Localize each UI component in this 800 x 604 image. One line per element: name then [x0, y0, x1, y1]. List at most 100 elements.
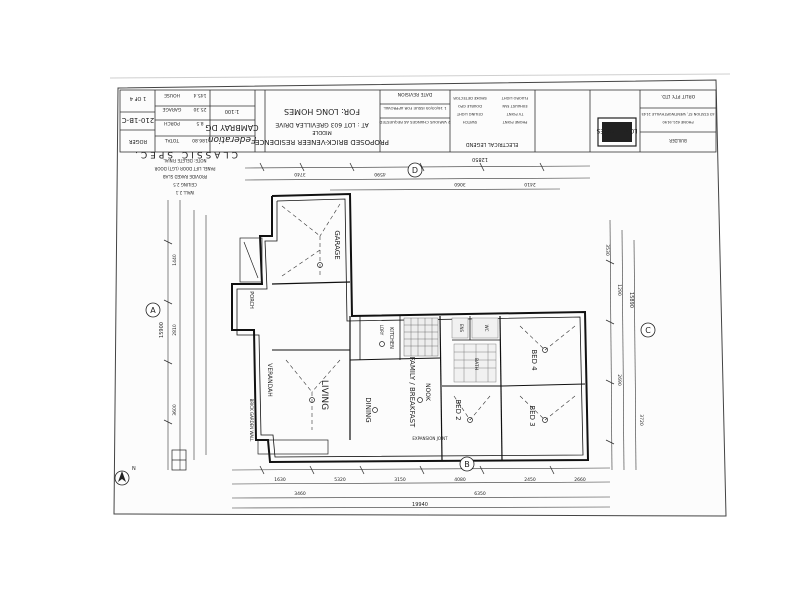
legend-item-gpo: DOUBLE GPO — [458, 104, 482, 108]
brick-wall-note: BRICK GARDEN WALL — [249, 399, 254, 443]
company-name: ORLIT PTY. LTD. — [661, 93, 695, 99]
grid-marker-a: A — [150, 306, 156, 315]
logo-text: LONG HOMES — [596, 127, 637, 134]
kitchen-tiles — [403, 317, 439, 357]
address-line-2: MIDDLE — [312, 129, 331, 135]
grid-marker-b-circle — [459, 456, 475, 472]
room-dining: DINING — [364, 397, 372, 422]
address-line-1: AT : LOT 603 GREVILLEA DRIVE — [275, 121, 369, 128]
verandah-label: VERANDAH — [266, 363, 273, 397]
plan-notes: NOTE: DELETE FINIAL PANEL LIFT DOOR (LGT… — [132, 149, 238, 195]
client-name: FOR: LONG HOMES — [284, 107, 360, 116]
legend-item-exhaust: EXHAUST FAN — [502, 104, 527, 108]
grid-marker-d-circle — [407, 162, 423, 178]
dim-9: 2450 — [524, 477, 536, 483]
dim-4: 2410 — [524, 181, 536, 187]
verandah — [239, 237, 329, 455]
ens-label: ENS — [459, 324, 464, 333]
area-house-label: HOUSE — [164, 92, 180, 98]
area-porch-value: 8.5 — [196, 120, 203, 126]
dim-11: 3460 — [294, 491, 306, 497]
note-3: PROVIDE RAKED SLAB — [163, 174, 208, 179]
bath-label: BATH — [473, 358, 479, 370]
dim-overall-bottom: 19940 — [412, 502, 428, 508]
area-garage-value: 25.30 — [193, 106, 206, 112]
dim-18: 3720 — [638, 414, 644, 426]
legend-item-switch: SWITCH — [463, 120, 477, 124]
dimension-values: 19940 15890 12850 15900 3740 4590 3060 2… — [159, 156, 644, 508]
drawn-by: ROGER — [129, 138, 147, 144]
dim-19: 3530 — [604, 244, 610, 256]
area-total-label: TOTAL — [164, 137, 180, 143]
classic-spec-label: CLASSIC SPEC. — [132, 149, 238, 159]
note-4: CEILING 2.5 — [173, 182, 197, 187]
room-bed-3: BED 3 — [528, 405, 536, 426]
dim-13: 1440 — [172, 254, 178, 266]
room-bed-2: BED 2 — [454, 399, 462, 420]
revision-header: DATE REVISION — [398, 91, 433, 97]
grid-markers: A B C D — [145, 162, 656, 472]
dim-3: 3060 — [454, 181, 466, 187]
dim-14: 2810 — [172, 324, 178, 336]
dim-17: 2690 — [616, 374, 622, 386]
facade-name: Federation — [207, 134, 256, 144]
dim-left: 15900 — [159, 322, 165, 338]
porch-label: PORCH — [248, 291, 254, 309]
revision-row-2: 2 VARIOUS CHANGES AS REQUESTED — [379, 120, 450, 125]
wc-label: WC — [484, 325, 489, 332]
dim-6: 5320 — [334, 477, 346, 483]
dim-overall-top: 12850 — [472, 156, 488, 162]
north-label: N — [132, 466, 136, 472]
electrical-legend: SMOKE DETECTOR DOUBLE GPO CEILING LIGHT … — [453, 96, 529, 124]
title-block-text: FOR: LONG HOMES AT : LOT 603 GREVILLEA D… — [122, 91, 715, 147]
note-5: WALL 2.1 — [175, 190, 194, 195]
dim-8: 4080 — [454, 477, 466, 483]
area-total-value: 186.80 — [192, 137, 208, 143]
dim-15: 3600 — [172, 404, 178, 416]
dim-10: 2660 — [574, 477, 586, 483]
dim-12: 6350 — [474, 491, 486, 497]
sheet-frame — [109, 73, 731, 517]
room-living: LIVING — [319, 380, 329, 410]
room-garage: GARAGE — [333, 230, 341, 259]
grid-marker-c: C — [645, 326, 651, 335]
company-address: 43 STATION ST, WENTWORTHVILLE 2145 — [641, 112, 714, 116]
area-house-value: 145.4 — [193, 92, 206, 98]
grid-marker-d: D — [412, 166, 418, 175]
light-fixtures — [309, 262, 548, 423]
sheet-number: 1 OF 4 — [130, 95, 146, 101]
company-phone: PHONE 621-9190 — [662, 120, 694, 124]
grid-marker-c-circle — [640, 322, 656, 338]
dim-16: 1290 — [616, 284, 622, 296]
legend-item-phone: PHONE POINT — [502, 120, 528, 124]
wet-area-tiles — [451, 317, 499, 383]
roof-lines — [281, 203, 576, 430]
meter-box — [171, 449, 187, 471]
area-garage-label: GARAGE — [162, 106, 181, 112]
note-1: NOTE: DELETE FINIAL — [163, 158, 207, 163]
dim-7: 3150 — [394, 477, 406, 483]
room-family-breakfast: FAMILY / BREAKFAST — [408, 357, 416, 428]
legend-item-fluoro: FLUORO LIGHT — [501, 96, 528, 100]
north-arrow-icon: N — [114, 466, 136, 486]
expansion-joint-label: EXPANSION JOINT — [412, 436, 448, 441]
project-title: PROPOSED BRICK-VENEER RESIDENCE — [255, 138, 389, 146]
grid-marker-a-circle — [145, 302, 161, 318]
scale: 1:100 — [225, 108, 239, 114]
revision-row-1: 1 16/03/05 ISSUE FOR APPROVAL — [383, 106, 447, 111]
laundry-label: LDRY — [379, 325, 384, 336]
building-walls — [231, 192, 590, 464]
grid-marker-b: B — [464, 460, 470, 469]
room-bed-4: BED 4 — [530, 349, 538, 371]
room-kitchen: KITCHEN — [388, 327, 394, 349]
dim-1: 3740 — [294, 171, 306, 177]
house-type: CAMBRAY DG — [205, 123, 258, 132]
area-porch-label: PORCH — [164, 120, 180, 126]
note-2: PANEL LIFT DOOR (LGT) DOOR — [154, 166, 215, 171]
legend-item-tv: TV POINT — [506, 112, 525, 116]
legend-item-ceiling-light: CEILING LIGHT — [456, 112, 483, 116]
dim-5: 1630 — [274, 477, 286, 483]
company-logo: LONG HOMES — [596, 117, 637, 147]
